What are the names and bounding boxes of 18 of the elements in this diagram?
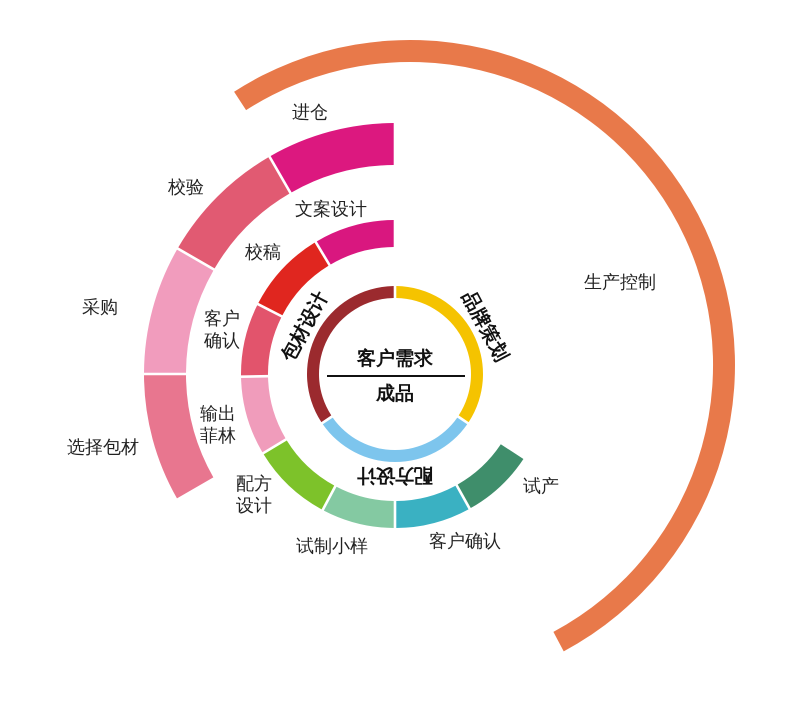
ring-label: 配方设计 (357, 463, 433, 486)
segment-label: 校稿 (245, 242, 281, 264)
segment-label: 客户确认 (429, 531, 501, 553)
segment-label: 选择包材 (67, 437, 139, 459)
segment-label: 输出菲林 (200, 403, 237, 447)
segment-label: 配方设计 (236, 473, 273, 517)
segment-label: 试产 (523, 476, 559, 498)
segment-label: 文案设计 (295, 199, 367, 221)
ring-label: 品牌策划 (456, 288, 512, 366)
segment-label: 生产控制 (584, 272, 656, 294)
segment-label: 客户确认 (204, 308, 241, 352)
segment-label: 校验 (168, 177, 204, 199)
segment-label: 进仓 (292, 102, 328, 124)
segment-label: 试制小样 (296, 536, 368, 558)
center-label: 客户需求 (357, 348, 433, 372)
segment-label: 采购 (82, 297, 118, 319)
center-label: 成品 (376, 384, 414, 406)
ring-label: 包材设计 (278, 288, 334, 366)
